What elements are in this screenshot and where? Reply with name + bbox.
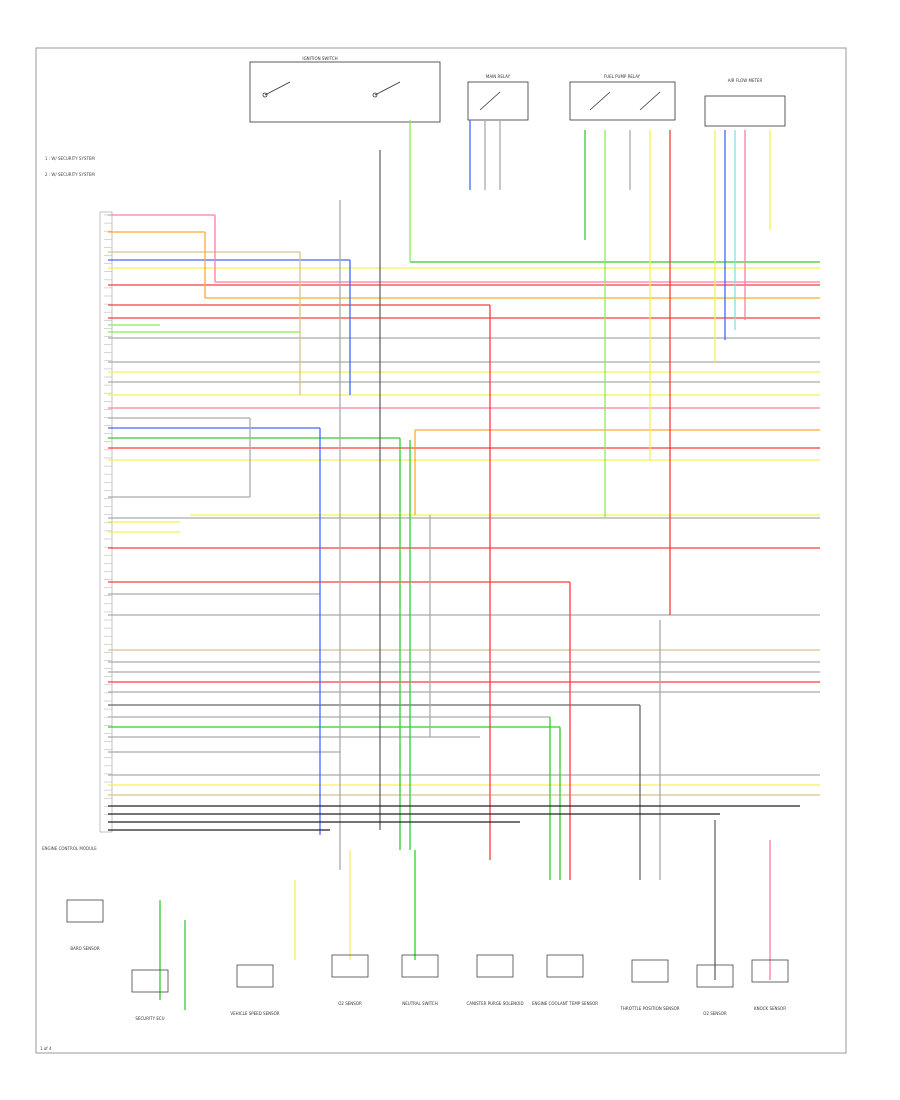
bottom-components: BARO SENSOR SECURITY ECU VEHICLE SPEED SEN… — [66, 899, 789, 1021]
neutral-switch: NEUTRAL SWITCH — [401, 954, 439, 1006]
o2-sensor-front-label: O2 SENSOR — [338, 1001, 362, 1006]
throttle-position-sensor-label: THROTTLE POSITION SENSOR — [619, 1006, 679, 1011]
knock-sensor-label: KNOCK SENSOR — [754, 1006, 786, 1011]
baro-sensor-symbol — [66, 899, 104, 923]
page-code: 1 of 4 — [40, 1046, 52, 1051]
vehicle-speed-sensor-label: VEHICLE SPEED SENSOR — [230, 1011, 279, 1016]
o2-sensor-rear: O2 SENSOR — [696, 964, 734, 1016]
main-relay-label: MAIN RELAY — [486, 74, 511, 79]
air-flow-meter: AIR FLOW METER — [704, 78, 786, 127]
horizontal-wires — [108, 214, 820, 796]
throttle-position-sensor-symbol — [631, 959, 669, 983]
o2-sensor-front-symbol — [331, 954, 369, 978]
fuel-pump-relay: FUEL PUMP RELAY — [569, 74, 676, 121]
legend-line-2: 2 : W/ SECURITY SYSTEM — [45, 172, 95, 177]
air-flow-meter-label: AIR FLOW METER — [728, 78, 763, 83]
vehicle-speed-sensor-symbol — [236, 964, 274, 988]
ground-bus — [108, 805, 800, 831]
ecm-pin-ticks — [104, 214, 112, 815]
diagram-frame — [35, 47, 847, 1054]
canister-purge-solenoid: CANISTER PURGE SOLENOID — [466, 954, 524, 1006]
engine-coolant-temp-sensor-symbol — [546, 954, 584, 978]
fuel-pump-relay-label: FUEL PUMP RELAY — [604, 74, 641, 79]
ecm-block-label: ENGINE CONTROL MODULE — [42, 846, 97, 851]
knock-sensor: KNOCK SENSOR — [751, 959, 789, 1011]
security-ecu-label: SECURITY ECU — [135, 1016, 164, 1021]
baro-sensor-label: BARO SENSOR — [70, 946, 99, 951]
legend-line-1: 1 : W/ SECURITY SYSTEM — [45, 156, 95, 161]
engine-coolant-temp-sensor-label: ENGINE COOLANT TEMP SENSOR — [532, 1001, 598, 1006]
canister-purge-solenoid-symbol — [476, 954, 514, 978]
neutral-switch-symbol — [401, 954, 439, 978]
neutral-switch-label: NEUTRAL SWITCH — [402, 1001, 437, 1006]
engine-coolant-temp-sensor: ENGINE COOLANT TEMP SENSOR — [532, 954, 598, 1006]
main-relay: MAIN RELAY — [467, 74, 529, 121]
o2-sensor-rear-label: O2 SENSOR — [703, 1011, 727, 1016]
throttle-position-sensor: THROTTLE POSITION SENSOR — [619, 959, 680, 1011]
canister-purge-solenoid-label: CANISTER PURGE SOLENOID — [466, 1001, 523, 1006]
knock-sensor-symbol — [751, 959, 789, 983]
baro-sensor: BARO SENSOR — [66, 899, 104, 951]
vertical-wires — [159, 120, 771, 1010]
vehicle-speed-sensor: VEHICLE SPEED SENSOR — [230, 964, 280, 1016]
ignition-switch: IGNITION SWITCH — [249, 56, 441, 123]
security-ecu-symbol — [131, 969, 169, 993]
o2-sensor-rear-symbol — [696, 964, 734, 988]
ignition-switch-label: IGNITION SWITCH — [302, 56, 337, 61]
o2-sensor-front: O2 SENSOR — [331, 954, 369, 1006]
security-ecu: SECURITY ECU — [131, 969, 169, 1021]
